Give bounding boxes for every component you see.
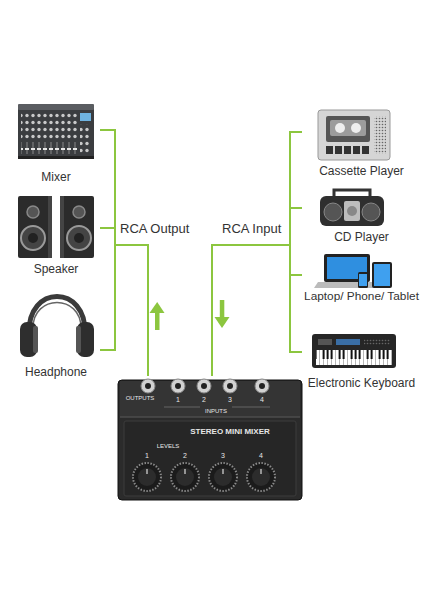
connector-line <box>212 132 302 376</box>
speaker-illustration <box>18 196 94 258</box>
device-label: Mixer <box>41 171 70 185</box>
jack-number: 4 <box>260 396 264 404</box>
cd-player-illustration <box>320 190 384 226</box>
cassette-player-illustration <box>318 110 390 160</box>
knob-number: 3 <box>221 452 225 460</box>
input-device: Cassette Player <box>302 104 421 180</box>
knob-number: 4 <box>259 452 263 460</box>
jack-number: 2 <box>202 396 206 404</box>
device-label: Speaker <box>34 263 79 277</box>
device-label: Electronic Keyboard <box>308 377 415 391</box>
connector-line <box>100 245 148 376</box>
headphone-illustration <box>20 297 94 358</box>
input-device: CD Player <box>302 186 421 246</box>
laptop-phone-tablet-illustration <box>314 254 392 288</box>
product-name: STEREO MINI MIXER <box>190 427 270 436</box>
signal-label: RCA Output <box>120 222 189 237</box>
output-device: Speaker <box>12 192 100 278</box>
input-device: Laptop/ Phone/ Tablet <box>302 252 421 305</box>
connector-line <box>212 208 302 376</box>
port-group-label: OUTPUTS <box>126 395 155 402</box>
jack-number: 1 <box>176 396 180 404</box>
mini-mixer-box: OUTPUTS1234INPUTSSTEREO MINI MIXERLEVELS… <box>118 376 302 502</box>
flow-arrows <box>150 300 230 330</box>
connector-line <box>100 130 148 376</box>
device-label: Headphone <box>25 366 87 380</box>
connector-line <box>100 228 148 376</box>
connector-line <box>212 245 302 376</box>
device-label: CD Player <box>334 231 389 245</box>
input-device: Electronic Keyboard <box>302 330 421 392</box>
keyboard-illustration <box>312 334 396 368</box>
output-device: Headphone <box>12 283 100 381</box>
mini-mixer-body <box>118 379 302 500</box>
knob-number: 2 <box>183 452 187 460</box>
port-group-label: INPUTS <box>205 408 227 415</box>
device-label: Cassette Player <box>319 165 404 179</box>
mixer-illustration <box>18 104 94 159</box>
connector-line <box>212 245 302 376</box>
knob-group-label: LEVELS <box>157 443 180 450</box>
jack-number: 3 <box>228 396 232 404</box>
output-device: Mixer <box>12 96 100 186</box>
signal-label: RCA Input <box>222 222 281 237</box>
knob-number: 1 <box>145 452 149 460</box>
device-label: Laptop/ Phone/ Tablet <box>304 290 419 304</box>
